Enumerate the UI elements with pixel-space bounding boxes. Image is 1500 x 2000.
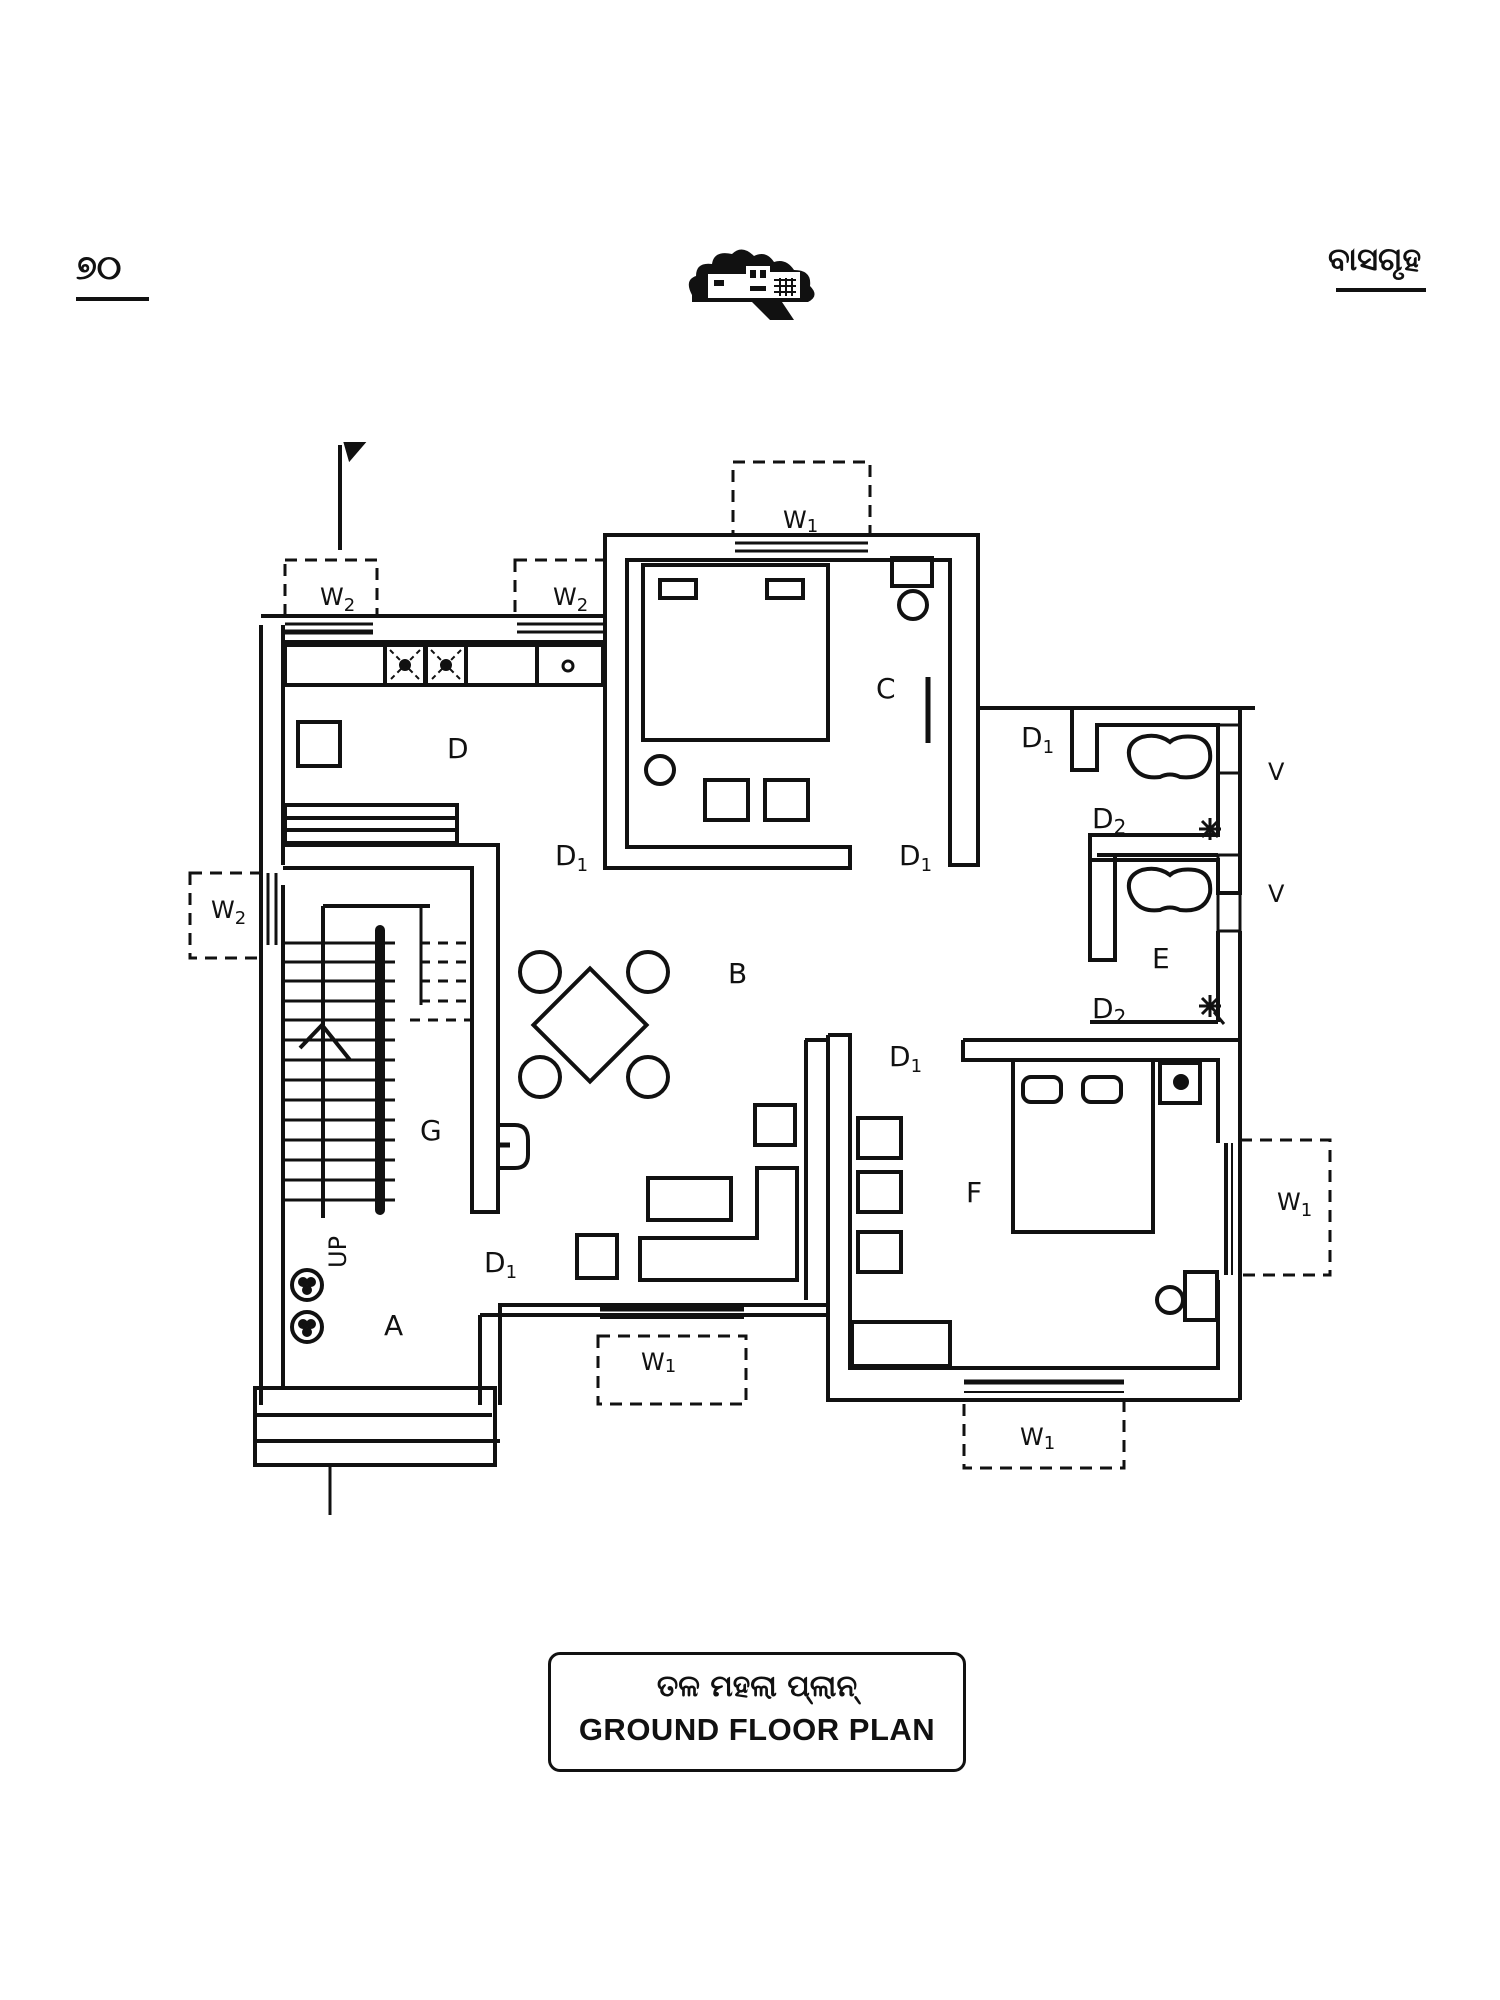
desk xyxy=(1183,1270,1219,1322)
ventilator-label: V xyxy=(1268,880,1285,908)
stair-up-label: UP xyxy=(324,1236,352,1268)
ventilator xyxy=(1216,853,1242,933)
dining-chair xyxy=(518,950,562,994)
ventilator-label: V xyxy=(1268,758,1285,786)
sofa xyxy=(638,1166,799,1282)
window-label-w1: W1 xyxy=(1020,1423,1055,1454)
planter xyxy=(290,1310,324,1344)
window-w1-swing xyxy=(1238,1138,1332,1277)
window-label-w1: W1 xyxy=(783,506,818,537)
wall-stair-partition xyxy=(283,843,500,1214)
plan-title-odia: ତଳ ମହଲା ପ୍ଲାନ୍ xyxy=(656,1669,858,1704)
house-with-trees-icon xyxy=(688,249,815,320)
dining-chair xyxy=(518,1055,562,1099)
pillow xyxy=(1081,1075,1123,1104)
dining-chair xyxy=(626,1055,670,1099)
wall-living-bottom xyxy=(498,1038,830,1405)
side-table xyxy=(1158,1061,1202,1105)
stove-burner xyxy=(424,643,468,687)
armchair xyxy=(575,1233,619,1280)
door-label-d1: D1 xyxy=(555,839,588,876)
dining-table xyxy=(530,965,650,1085)
chair xyxy=(703,778,750,822)
north-arrow-icon xyxy=(343,442,367,463)
armchair xyxy=(753,1103,797,1147)
bed xyxy=(641,563,830,742)
bathtub xyxy=(1126,733,1213,780)
plan-title-box: ତଳ ମହଲା ପ୍ଲାନ୍ GROUND FLOOR PLAN xyxy=(548,1652,966,1772)
door-label-d1: D1 xyxy=(1021,721,1054,758)
window-w2-swing xyxy=(513,558,607,618)
bed xyxy=(1011,1058,1155,1234)
cabinet xyxy=(850,1320,952,1368)
kitchen-shelf xyxy=(283,803,459,845)
window-w2-swing xyxy=(188,871,263,960)
door-label-d1: D1 xyxy=(484,1246,517,1283)
pillow xyxy=(765,578,805,600)
ventilator xyxy=(1216,723,1242,775)
light-fixture-icon xyxy=(1199,818,1226,1025)
running-head-underline xyxy=(1336,288,1426,292)
window-w1-swing xyxy=(962,1398,1126,1470)
window-label-w2: W2 xyxy=(211,896,246,929)
wall-bath-1 xyxy=(1070,708,1242,895)
door-label-d1: D1 xyxy=(889,1040,922,1077)
coffee-table xyxy=(646,1176,733,1222)
sink xyxy=(535,643,605,687)
window-w2-swing xyxy=(283,558,379,618)
window-label-w2: W2 xyxy=(553,583,588,616)
running-head: ବାସଗୃହ xyxy=(1328,240,1422,278)
page-number: ୭୦ xyxy=(76,248,122,288)
chair xyxy=(856,1116,903,1160)
room-label-c: C xyxy=(876,672,896,705)
planter xyxy=(290,1268,324,1302)
stool xyxy=(1155,1285,1185,1315)
room-label-b: B xyxy=(728,957,747,990)
chair xyxy=(856,1230,903,1274)
wash-basin xyxy=(498,1123,530,1170)
chair xyxy=(763,778,810,822)
room-label-f: F xyxy=(966,1176,982,1209)
entrance-steps xyxy=(253,1386,497,1467)
window-label-w2: W2 xyxy=(320,583,355,616)
bathtub xyxy=(1126,866,1213,913)
pillow xyxy=(1021,1075,1063,1104)
window-label-w1: W1 xyxy=(641,1348,676,1377)
room-label-a: A xyxy=(384,1309,403,1342)
room-label-d: D xyxy=(447,732,469,765)
wall-bedroom-f-outer xyxy=(826,1035,1240,1402)
window-label-w1: W1 xyxy=(1277,1188,1312,1221)
door-label-d2: D2 xyxy=(1092,802,1126,839)
page-number-underline xyxy=(76,297,149,301)
chair xyxy=(856,1170,903,1214)
pillow xyxy=(658,578,698,600)
room-label-e: E xyxy=(1152,942,1170,975)
kitchen-table xyxy=(296,720,342,768)
up-arrow-icon xyxy=(298,1021,352,1062)
wall-bath-2 xyxy=(1088,855,1117,962)
stool xyxy=(644,754,676,786)
door-label-d1: D1 xyxy=(899,839,932,876)
wall-bedroom-c xyxy=(603,533,980,870)
door-label-d2: D2 xyxy=(1092,992,1126,1029)
dining-chair xyxy=(626,950,670,994)
stool xyxy=(897,589,929,621)
plan-title-english: GROUND FLOOR PLAN xyxy=(578,1712,936,1747)
dresser xyxy=(890,556,934,588)
room-label-g: G xyxy=(420,1114,442,1147)
window-w1-swing xyxy=(596,1334,748,1406)
window-w1-swing xyxy=(731,460,872,537)
